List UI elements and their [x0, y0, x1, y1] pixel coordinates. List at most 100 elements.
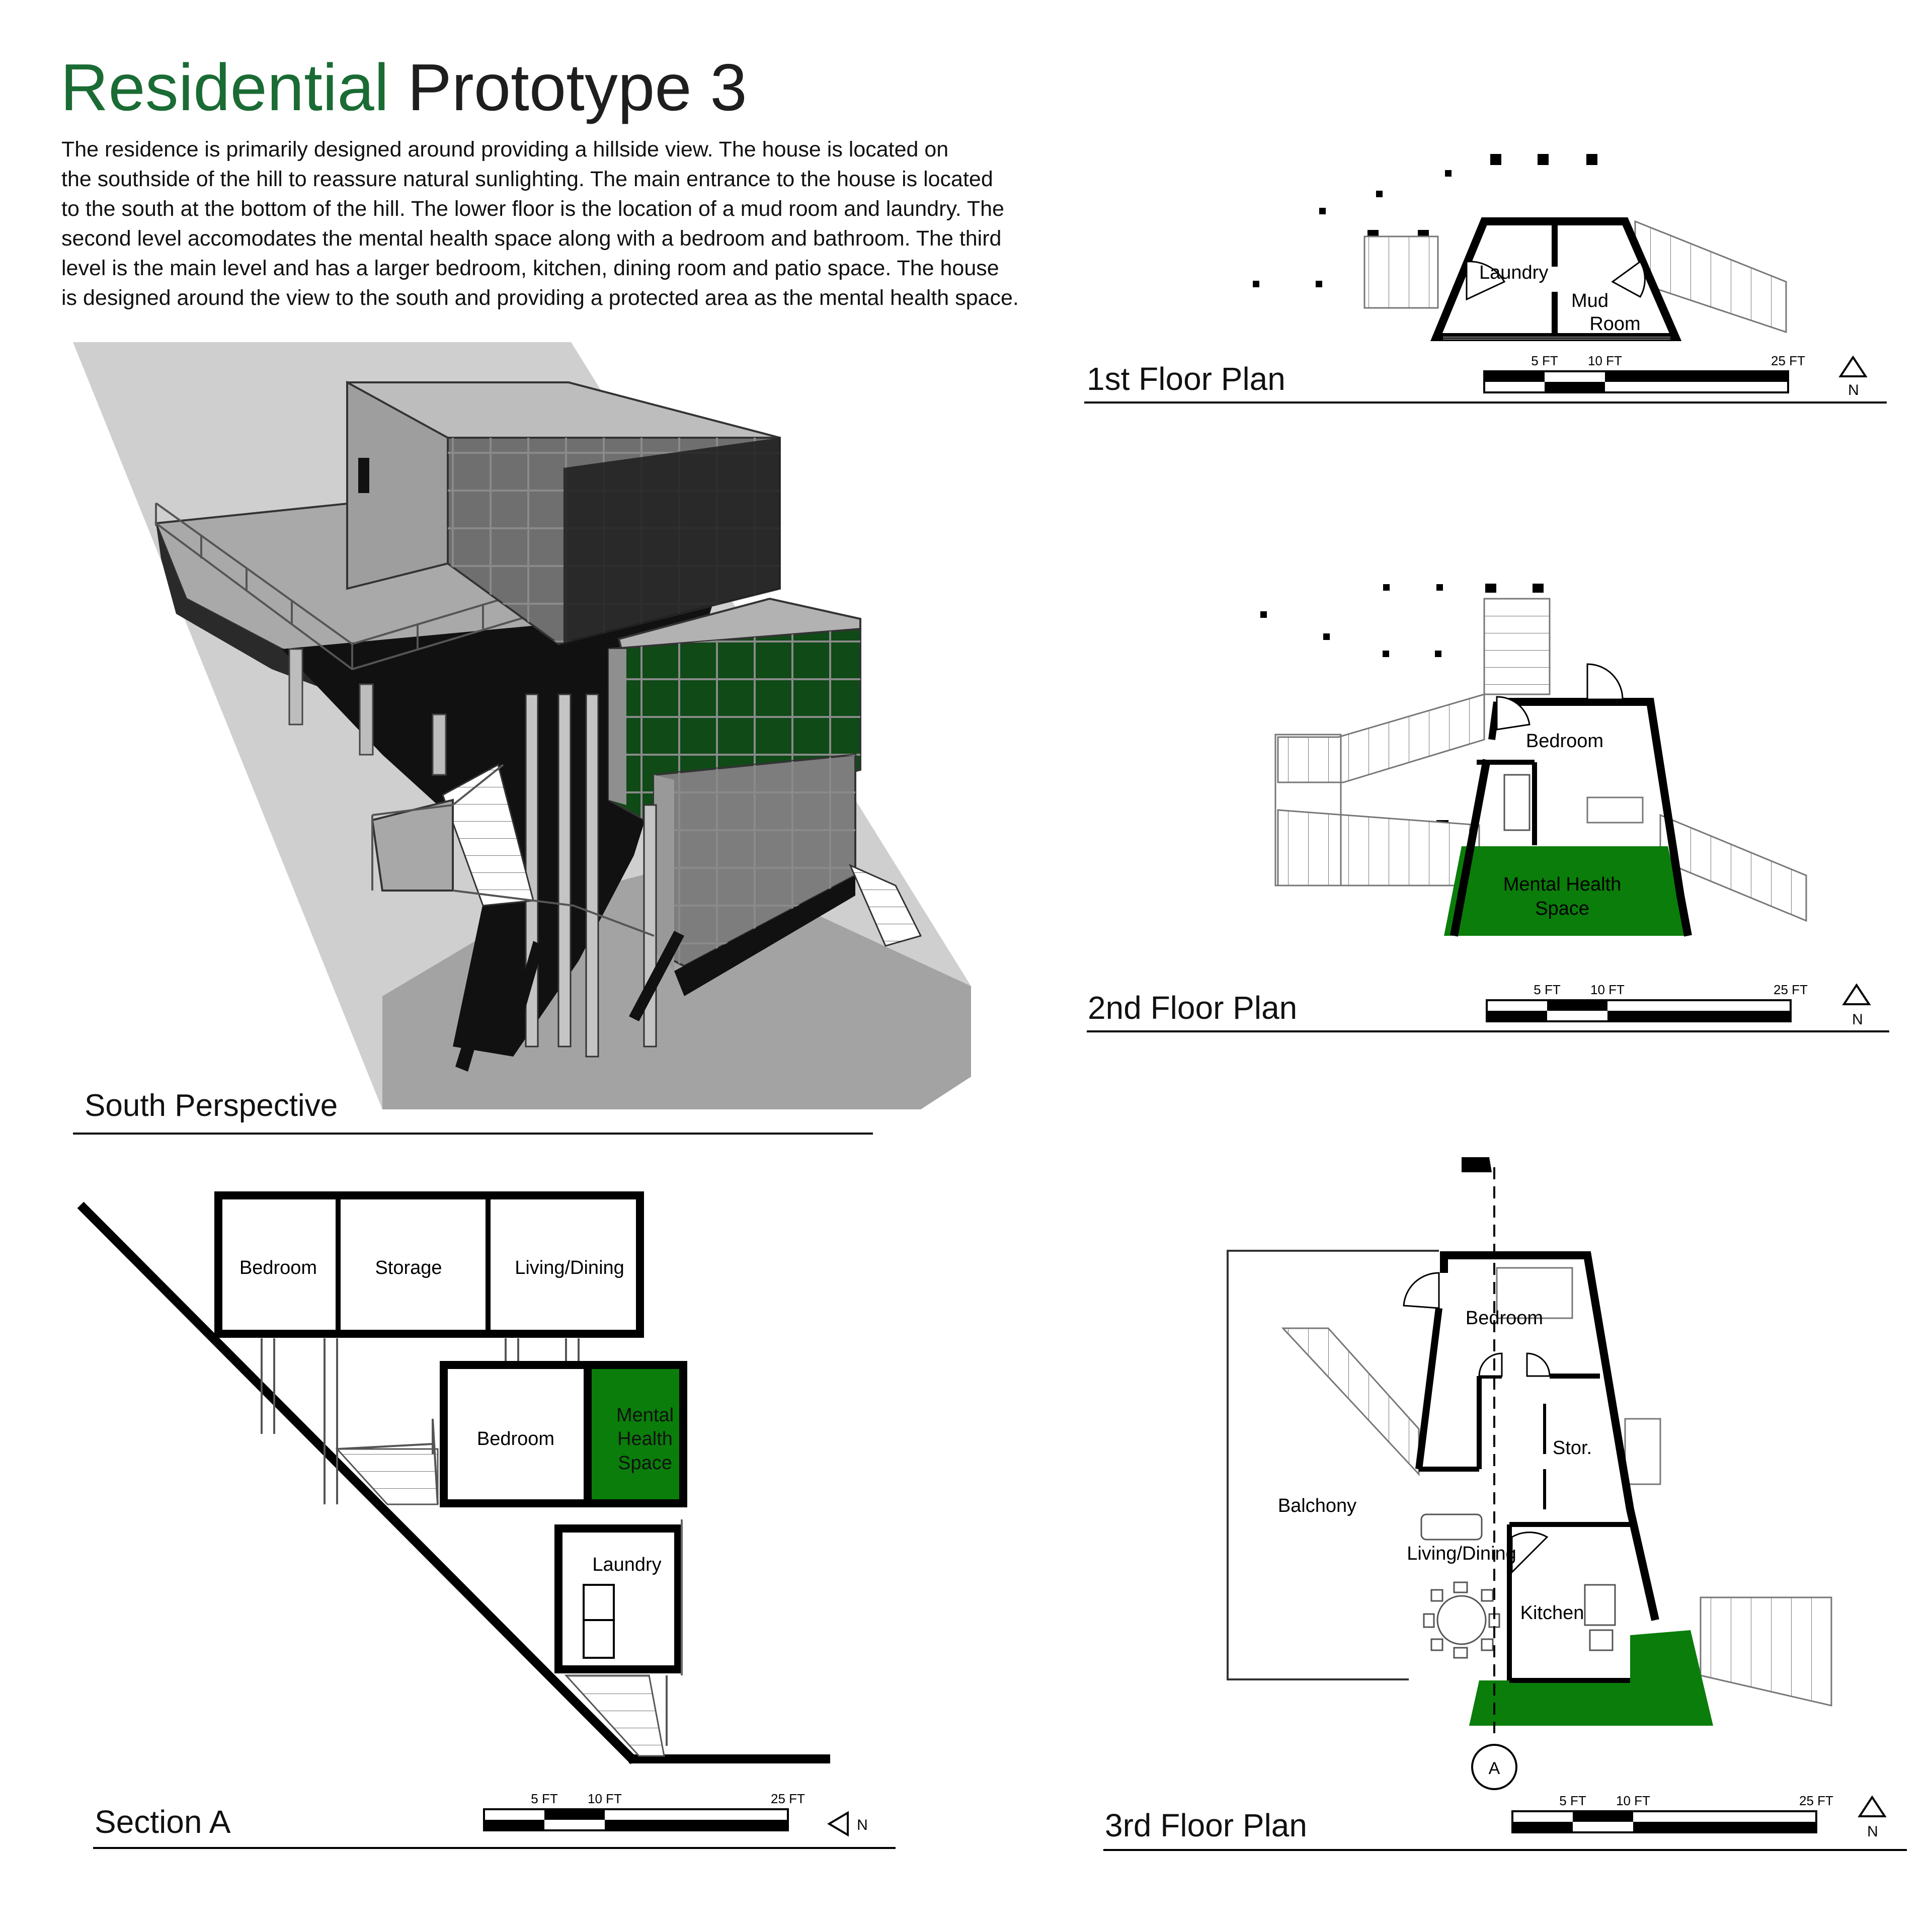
- section-marker-circle: [1471, 1744, 1517, 1790]
- top-box-glass-dark: [564, 438, 780, 644]
- grade-line: [77, 1201, 637, 1764]
- project-description: The residence is primarily designed arou…: [61, 135, 1158, 313]
- floor2-wall-north-west: [1488, 701, 1500, 740]
- section-mental-health-fill: [588, 1365, 683, 1503]
- door-swing: [1496, 696, 1531, 731]
- room-label-mental-health: Mental Health: [1503, 874, 1621, 895]
- dining-chairs: [1423, 1581, 1500, 1659]
- caption-south-perspective: South Perspective: [85, 1088, 338, 1123]
- north-label: N: [1852, 1011, 1863, 1028]
- room-label-laundry: Laundry: [1479, 262, 1548, 283]
- room-label-room: Room: [1589, 313, 1640, 335]
- north-arrow-icon: [1838, 355, 1868, 377]
- stair-west-upper: [1277, 693, 1485, 783]
- scale-label-25ft: 25 FT: [1774, 982, 1808, 997]
- door-swing: [1466, 261, 1506, 301]
- bed: [1496, 1267, 1573, 1319]
- description-line: is designed around the view to the south…: [61, 286, 1019, 310]
- description-line: second level accomodates the mental heal…: [61, 226, 1002, 251]
- scale-label-5ft: 5 FT: [1559, 1793, 1586, 1808]
- sofa: [1420, 1513, 1483, 1541]
- section-door: [583, 1584, 615, 1659]
- north-arrow-icon: [1842, 983, 1871, 1005]
- north-arrow-floor3: N: [1858, 1795, 1887, 1840]
- scale-label-25ft: 25 FT: [1799, 1793, 1833, 1808]
- scale-label-25ft: 25 FT: [771, 1791, 805, 1806]
- room-label-storage: Stor.: [1553, 1437, 1592, 1459]
- stair-east: [1659, 814, 1807, 922]
- scale-label-5ft: 5 FT: [1534, 982, 1561, 997]
- description-line: The residence is primarily designed arou…: [61, 137, 949, 162]
- description-line: the southside of the hill to reassure na…: [61, 167, 993, 191]
- scale-label-10ft: 10 FT: [1588, 353, 1622, 368]
- section-label-mental: Mental: [616, 1405, 674, 1426]
- door-swing: [1611, 260, 1646, 298]
- section-a-drawing: Bedroom Storage Living/Dining Bedroom Me…: [77, 1191, 830, 1764]
- caption-3rd-floor: 3rd Floor Plan: [1105, 1807, 1307, 1843]
- door-swing: [1511, 1532, 1549, 1574]
- north-arrow-icon: [827, 1811, 849, 1837]
- scale-label-10ft: 10 FT: [1616, 1793, 1650, 1808]
- floor1-walls: [1430, 217, 1682, 341]
- top-box-door: [358, 458, 369, 493]
- section-label-space: Space: [618, 1453, 672, 1474]
- balcony-outline: [1227, 1250, 1439, 1680]
- scale-bar-floor1: 5 FT 10 FT 25 FT: [1483, 353, 1805, 393]
- door-swing: [1586, 663, 1624, 700]
- scale-label-10ft: 10 FT: [588, 1791, 622, 1806]
- door-swing: [1403, 1272, 1440, 1309]
- section-label-bedroom: Bedroom: [239, 1257, 317, 1278]
- stair-west-lower: [1277, 809, 1480, 887]
- room-label-mud: Mud: [1571, 290, 1608, 311]
- room-label-kitchen: Kitchen: [1520, 1602, 1584, 1624]
- shower: [1503, 774, 1531, 831]
- scale-label-5ft: 5 FT: [1531, 353, 1558, 368]
- south-perspective-render: [73, 342, 971, 1109]
- floor2-wall-west: [1450, 759, 1491, 937]
- section-columns: [261, 1338, 580, 1504]
- description-line: to the south at the bottom of the hill. …: [61, 197, 1004, 221]
- scale-label-10ft: 10 FT: [1590, 982, 1625, 997]
- dining-table: [1436, 1595, 1487, 1645]
- section-label-living-dining: Living/Dining: [515, 1257, 624, 1278]
- caption-1st-floor: 1st Floor Plan: [1087, 361, 1285, 397]
- stair-west: [1281, 1327, 1420, 1476]
- stair-railing: [371, 764, 655, 937]
- north-label: N: [857, 1817, 868, 1833]
- deck-posts: [288, 648, 447, 776]
- section-label-storage: Storage: [375, 1257, 442, 1278]
- column-shadows: [455, 931, 684, 1072]
- door-swing: [1478, 1352, 1503, 1377]
- north-arrow-floor2: N: [1842, 983, 1871, 1028]
- east-landing: [1624, 1418, 1661, 1485]
- section-top-level: [214, 1191, 644, 1338]
- scale-label-25ft: 25 FT: [1771, 353, 1805, 368]
- first-floor-plan: Laundry Mud Room: [1253, 154, 1787, 341]
- section-lower-stair: [564, 1674, 665, 1757]
- scale-bar-floor3: 5 FT 10 FT 25 FT: [1511, 1793, 1833, 1833]
- stair-west: [1363, 235, 1439, 309]
- green-terrace-fill: [1469, 1630, 1713, 1726]
- side-stair: [849, 864, 922, 947]
- description-line: level is the main level and has a larger…: [61, 256, 999, 280]
- room-label-space: Space: [1535, 898, 1589, 919]
- room-label-balcony: Balchony: [1278, 1495, 1356, 1516]
- section-laundry-level: [554, 1524, 682, 1673]
- title-prototype: Prototype 3: [407, 50, 747, 124]
- north-label: N: [1848, 382, 1859, 398]
- room-label-bedroom: Bedroom: [1526, 731, 1603, 752]
- second-floor-plan: Bedroom Mental Health Space: [1260, 584, 1807, 937]
- bottom-box-shadow: [674, 875, 855, 996]
- section-label-laundry: Laundry: [592, 1554, 661, 1575]
- scale-bar-floor2: 5 FT 10 FT 25 FT: [1486, 982, 1808, 1022]
- caption-section-a: Section A: [95, 1804, 231, 1840]
- title-residential: Residential: [60, 50, 389, 124]
- section-middle-bedroom: [440, 1361, 592, 1507]
- section-cut-arrow: [1462, 1157, 1492, 1172]
- middle-box-side: [609, 649, 626, 805]
- scale-label-5ft: 5 FT: [531, 1791, 558, 1806]
- bottom-box-side: [654, 775, 674, 971]
- third-floor-plan: A Bedroom Stor. Balchony Living/Dining K…: [1227, 1157, 1832, 1790]
- north-arrow-section: N: [827, 1811, 868, 1837]
